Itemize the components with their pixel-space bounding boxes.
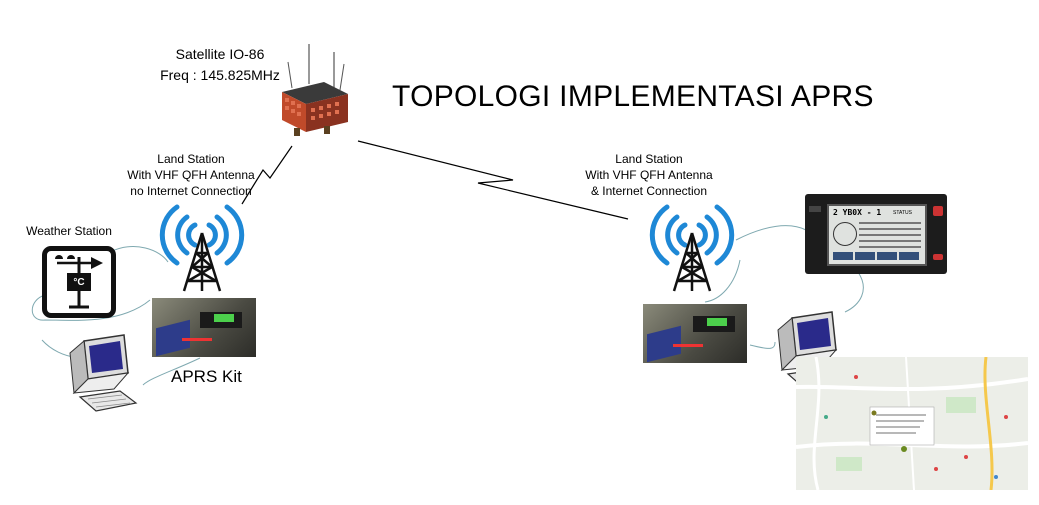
left-station-line3: no Internet Connection [130,184,252,198]
weather-station-icon: °C [42,246,116,318]
right-radio-link [357,140,629,220]
aprs-kit-label: APRS Kit [171,367,242,386]
satellite-label: Satellite IO-86 Freq : 145.825MHz [140,44,300,86]
radio-display-icon: 2 YB0X - 1 STATUS [805,194,947,274]
antenna-tower-icon [649,203,735,293]
satellite-icon [276,44,356,140]
radio-callsign: 2 YB0X - 1 [833,208,882,217]
left-station-line1: Land Station [157,152,225,166]
right-station-label: Land Station With VHF QFH Antenna & Inte… [554,151,744,199]
left-radio-link [241,145,293,205]
radio-status-tag: STATUS [893,210,912,216]
left-station-label: Land Station With VHF QFH Antenna no Int… [96,151,286,199]
right-station-line1: Land Station [615,152,683,166]
computer-icon [66,333,142,415]
right-station-line3: & Internet Connection [590,184,708,198]
right-station-line2: With VHF QFH Antenna [585,168,713,182]
map-icon [796,357,1028,490]
left-network-cloud [31,246,201,386]
temperature-unit: °C [73,277,85,288]
aprs-kit-photo [643,304,747,363]
weather-station-label: Weather Station [26,224,112,238]
left-station-line2: With VHF QFH Antenna [127,168,255,182]
aprs-kit-photo [152,298,256,357]
diagram-title: TOPOLOGI IMPLEMENTASI APRS [392,80,874,113]
right-network-cloud [704,225,864,349]
satellite-name: Satellite IO-86 [175,46,265,62]
satellite-frequency: Freq : 145.825MHz [160,67,280,83]
antenna-tower-icon [159,203,245,293]
